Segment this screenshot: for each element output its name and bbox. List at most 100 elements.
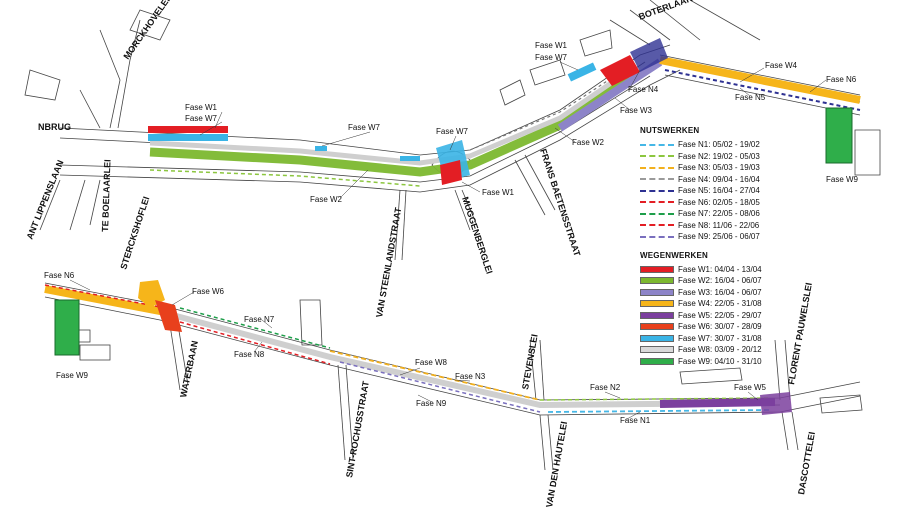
label-fase-n7: Fase N7 [244,315,275,324]
legend-swatch [640,155,674,158]
band-n9-bottom [339,361,541,413]
label-fase-w9-a: Fase W9 [826,175,859,184]
patch-w7-blue-b [315,146,327,151]
label-fase-w7-d: Fase W7 [436,127,469,136]
legend-weg-title: WEGENWERKEN [640,250,708,260]
bottom-patches [54,280,792,415]
legend-row-weg-2: Fase W2: 16/04 - 06/07 [640,275,800,287]
label-fase-n6-b: Fase N6 [44,271,75,280]
legend-row-nuts-7: Fase N7: 22/05 - 08/06 [640,208,800,220]
legend-swatch [640,288,674,296]
legend-label: Fase N3: 05/03 - 19/03 [678,163,760,173]
patch-w1-red-a [148,126,228,133]
legend-row-nuts-6: Fase N6: 02/05 - 18/05 [640,197,800,209]
band-n2-bottom [539,397,771,401]
legend-swatch [640,224,674,227]
patch-w9-outline [825,107,853,164]
street-boelaarlei: TE BOELAARLEI [100,159,113,232]
label-fase-n8: Fase N8 [234,350,265,359]
legend-label: Fase W4: 22/05 - 31/08 [678,299,762,309]
legend-label: Fase N7: 22/05 - 08/06 [678,209,760,219]
label-fase-n5: Fase N5 [735,93,766,102]
legend-swatch [640,311,674,319]
legend-swatch [640,166,674,169]
legend-swatch [640,189,674,192]
street-waterbaan: WATERBAAN [178,340,200,399]
legend-row-weg-6: Fase W6: 30/07 - 28/09 [640,321,800,333]
legend-row-weg-3: Fase W3: 16/04 - 06/07 [640,287,800,299]
bottom-work-bands [44,284,776,413]
legend-row-nuts-8: Fase N8: 11/06 - 22/06 [640,220,800,232]
band-w8-bottom [164,310,771,409]
legend-row-weg-4: Fase W4: 22/05 - 31/08 [640,298,800,310]
legend-swatch [640,235,674,238]
patch-w9-green-bottom [55,300,79,355]
legend-row-weg-7: Fase W7: 30/07 - 31/08 [640,333,800,345]
label-fase-n6-a: Fase N6 [826,75,857,84]
top-patches [148,38,853,185]
legend-row-nuts-9: Fase N9: 25/06 - 06/07 [640,231,800,243]
legend-swatch [640,178,674,181]
band-n5-top [664,69,861,111]
band-n3-bottom [329,350,541,401]
legend-label: Fase W1: 04/04 - 13/04 [678,264,762,274]
street-boterlaar: BOTERLAAR [637,0,694,22]
label-fase-n1: Fase N1 [620,416,651,425]
patch-w6-red [155,300,182,332]
label-fase-w2-a: Fase W2 [310,195,343,204]
band-w4-bottom [44,285,166,316]
legend-label: Fase N2: 19/02 - 05/03 [678,151,760,161]
street-lippenslaan: ANT LIPPENSLAAN [25,159,66,241]
label-fase-n2: Fase N2 [590,383,621,392]
legend-nuts-title: NUTSWERKEN [640,126,700,135]
legend-label: Fase W5: 22/05 - 29/07 [678,310,762,320]
label-fase-w9-b: Fase W9 [56,371,89,380]
patch-w5-junction [760,392,792,415]
legend-row-nuts-2: Fase N2: 19/02 - 05/03 [640,151,800,163]
legend-row-nuts-3: Fase N3: 05/03 - 19/03 [640,162,800,174]
legend-label: Fase N1: 05/02 - 19/02 [678,140,760,150]
band-n2-top [149,169,421,187]
legend-swatch [640,334,674,342]
legend-label: Fase N5: 16/04 - 27/04 [678,186,760,196]
street-van-steenlandstraat: VAN STEENLANDSTRAAT [374,206,403,318]
label-fase-n3: Fase N3 [455,372,486,381]
legend-swatch [640,357,674,365]
legend-row-nuts-1: Fase N1: 05/02 - 19/02 [640,139,800,151]
street-van-den-hautelei: VAN DEN HAUTELEI [544,421,569,509]
label-fase-w1-b: Fase W1 [535,41,568,50]
label-fase-w3: Fase W3 [620,106,653,115]
street-morckhovelei: MORCKHOVELEI [121,0,171,61]
legend-label: Fase W9: 04/10 - 31/10 [678,356,762,366]
band-w4-top [659,56,861,104]
street-dascottelei: DASCOTTELEI [796,431,817,495]
legend-label: Fase N4: 09/04 - 16/04 [678,174,760,184]
label-fase-w1-c: Fase W1 [482,188,515,197]
patch-w1-red-b [600,55,640,86]
legend-label: Fase W8: 03/09 - 20/12 [678,345,762,355]
legend-label: Fase N6: 02/05 - 18/05 [678,197,760,207]
legend-label: Fase W3: 16/04 - 06/07 [678,287,762,297]
legend-label: Fase W6: 30/07 - 28/09 [678,322,762,332]
legend-label: Fase W2: 16/04 - 06/07 [678,276,762,286]
street-sterckshoflei: STERCKSHOFLEI [118,195,151,270]
legend-swatch [640,346,674,354]
label-fase-n9: Fase N9 [416,399,447,408]
legend-row-weg-8: Fase W8: 03/09 - 20/12 [640,344,800,356]
street-muggenberglei: MUGGENBERGLEI [460,196,494,276]
legend-swatch [640,212,674,215]
band-n8-bottom [179,321,331,365]
band-w3-top [557,58,663,132]
label-fase-w2-b: Fase W2 [572,138,605,147]
legend-swatch [640,300,674,308]
patch-w9-outline-bottom [54,299,80,356]
street-brug: NBRUG [38,122,71,132]
band-n4-top [469,65,631,151]
patch-w5-purple-top [630,38,668,72]
label-fase-w7-b: Fase W7 [535,53,568,62]
label-fase-w7-c: Fase W7 [348,123,381,132]
